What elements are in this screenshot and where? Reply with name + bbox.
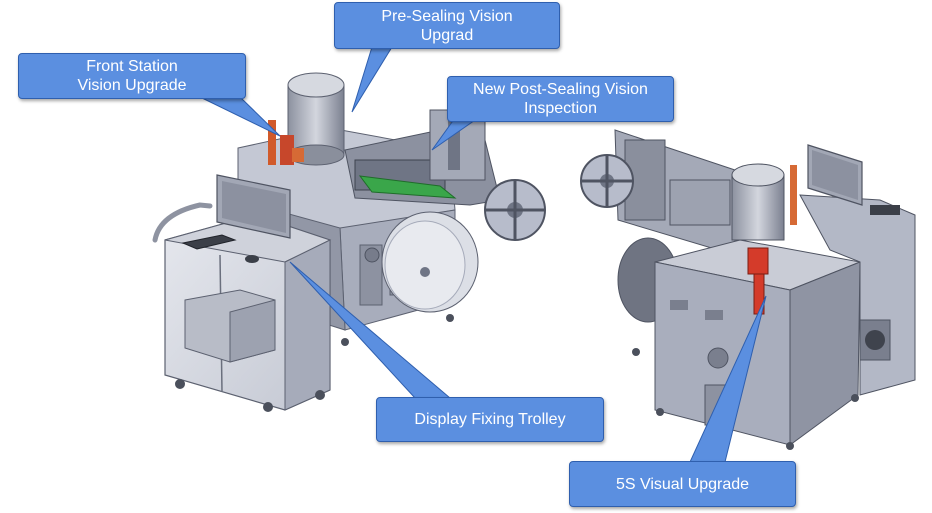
pointer-pre-sealing (351, 46, 393, 113)
callout-pre-sealing: Pre-Sealing Vision Upgrad (334, 2, 560, 49)
callout-pre-sealing-text: Pre-Sealing Vision Upgrad (381, 7, 513, 44)
callout-front-station: Front Station Vision Upgrade (18, 53, 246, 99)
callout-pointers (199, 46, 767, 463)
right-machine (580, 129, 916, 450)
pointer-front-station (199, 96, 281, 137)
callout-display-trolley: Display Fixing Trolley (376, 397, 604, 442)
left-machine (152, 72, 546, 412)
callout-front-station-text: Front Station Vision Upgrade (77, 58, 187, 94)
callout-display-trolley-text: Display Fixing Trolley (414, 411, 566, 428)
callout-5s-visual-text: 5S Visual Upgrade (615, 475, 750, 493)
callout-5s-visual: 5S Visual Upgrade (569, 461, 796, 507)
callout-post-sealing-text: New Post-Sealing Vision Inspection (473, 81, 648, 117)
callout-post-sealing: New Post-Sealing Vision Inspection (447, 76, 674, 122)
